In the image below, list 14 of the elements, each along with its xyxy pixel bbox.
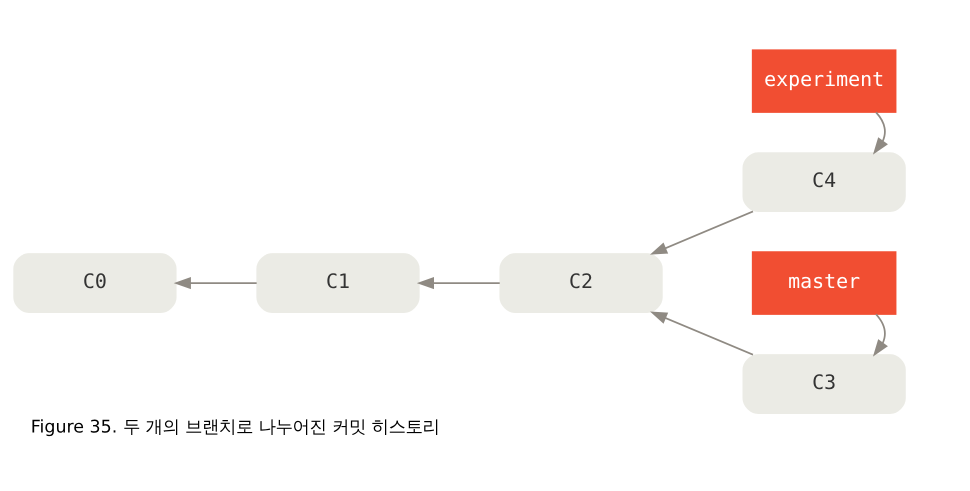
node-box: master — [752, 250, 896, 314]
node-box: C4 — [742, 152, 906, 212]
arrow — [416, 276, 500, 289]
arrow — [174, 276, 257, 289]
node-box: C2 — [499, 252, 663, 312]
arrow — [650, 310, 754, 356]
node-box: C1 — [256, 252, 420, 312]
arrow — [872, 111, 888, 154]
node-box: C0 — [13, 252, 177, 312]
caption: Figure 35. 두 개의 브랜치로 나누어진 커밋 히스토리 — [30, 416, 440, 437]
node-box: experiment — [752, 48, 896, 112]
arrow — [872, 313, 888, 356]
node-box: C3 — [742, 354, 906, 414]
arrow — [650, 210, 754, 254]
